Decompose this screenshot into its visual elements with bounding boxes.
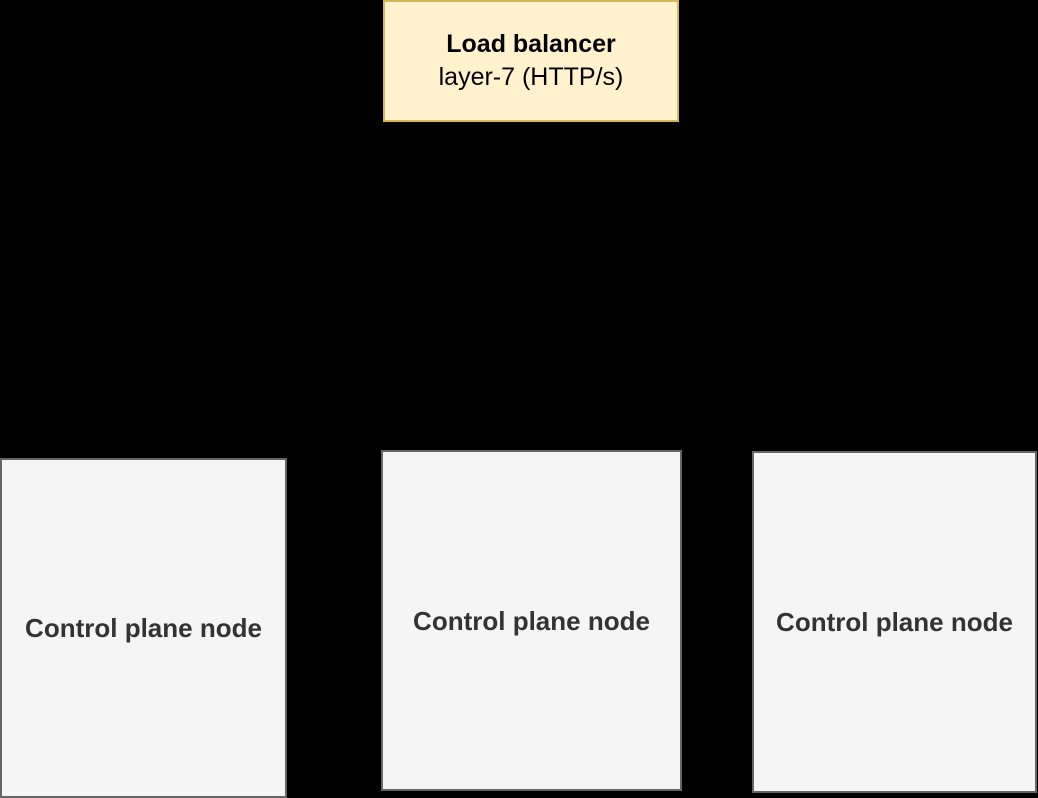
control-plane-node-1: Control plane node — [0, 458, 287, 798]
load-balancer-subtitle: layer-7 (HTTP/s) — [438, 63, 624, 91]
control-plane-node-label: Control plane node — [776, 607, 1013, 637]
control-plane-node-3: Control plane node — [752, 451, 1037, 793]
control-plane-node-label: Control plane node — [413, 605, 650, 636]
load-balancer-box: Load balancer layer-7 (HTTP/s) — [383, 0, 679, 122]
control-plane-node-label: Control plane node — [25, 613, 262, 643]
control-plane-node-2: Control plane node — [381, 450, 682, 791]
load-balancer-title: Load balancer — [446, 30, 616, 58]
